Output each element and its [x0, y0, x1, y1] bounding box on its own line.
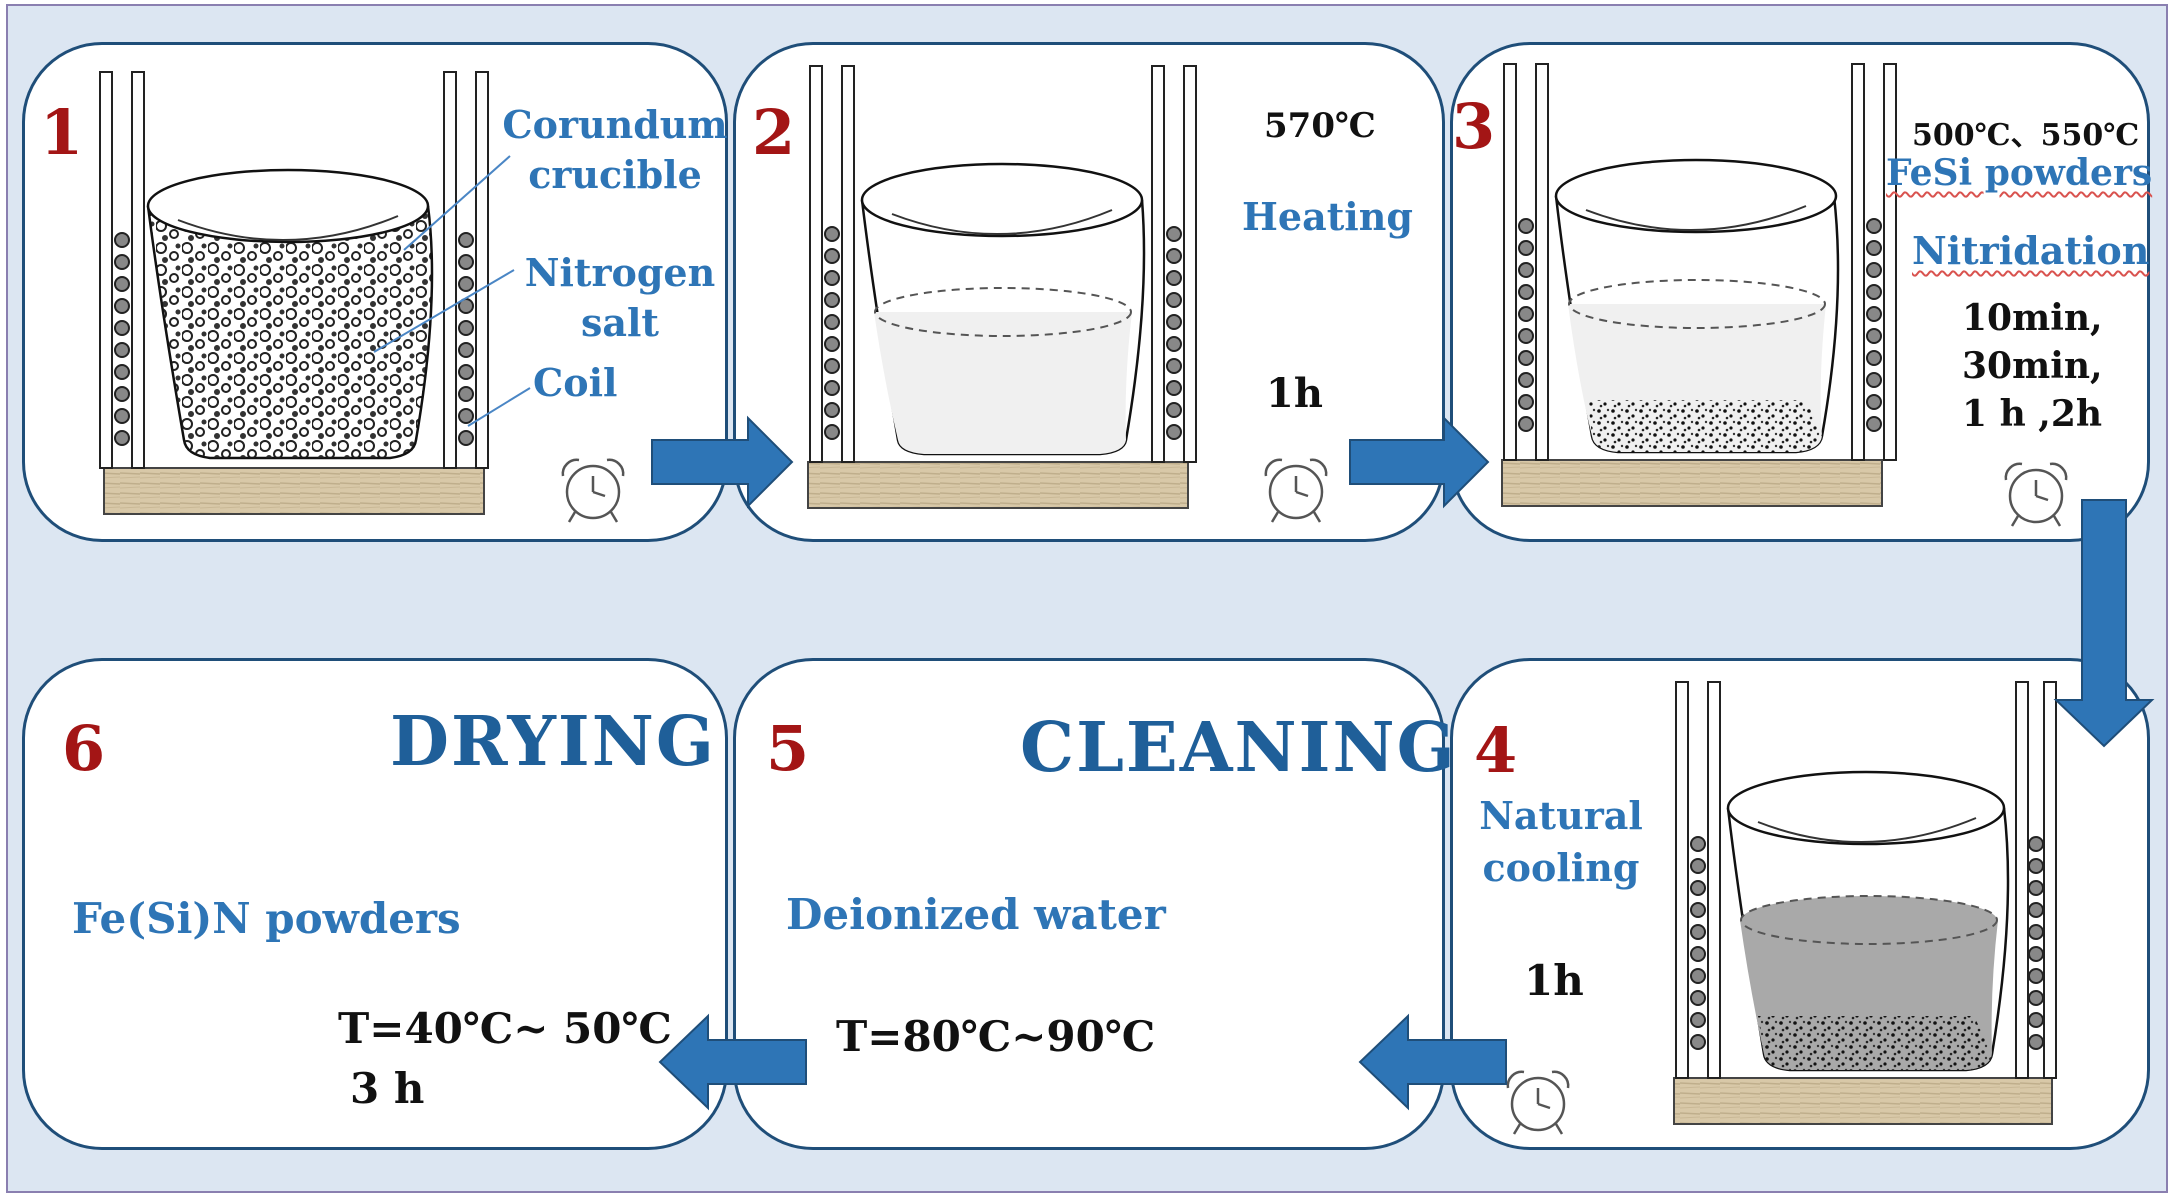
step-number-1: 1 [40, 96, 84, 169]
furnace-base [807, 461, 1189, 509]
furnace-1 [99, 71, 531, 515]
step-number-3: 3 [1452, 90, 1496, 163]
step-title: DRYING [390, 702, 716, 782]
alarm-clock-icon [2004, 462, 2068, 527]
temperature-label: 570℃ [1264, 106, 1376, 146]
process-label: Nitridation [1912, 228, 2150, 273]
material-label: FeSi powders [1886, 152, 2153, 194]
heating-coil [1518, 218, 1882, 432]
flow-arrow-icon [1349, 415, 1490, 509]
furnace-base [1673, 1077, 2053, 1125]
heating-coil [824, 226, 1182, 440]
time-label: 3 h [350, 1064, 425, 1113]
furnace-base [103, 467, 485, 515]
time-label: 1h [1524, 956, 1584, 1005]
medium-label: Deionized water [786, 890, 1166, 939]
furnace-3 [1501, 63, 1897, 507]
flow-arrow-icon [1358, 1013, 1507, 1111]
flow-arrow-icon [651, 415, 794, 509]
condition-label: T=80℃~90℃ [836, 1012, 1156, 1061]
step-number-2: 2 [752, 96, 796, 169]
step-number-5: 5 [766, 712, 810, 785]
crucible-label: Corundum crucible [502, 102, 728, 197]
coil-label: Coil [533, 360, 618, 405]
heating-coil [114, 232, 474, 446]
time-label: 10min, 30min, 1 h ,2h [1962, 297, 2103, 435]
heating-coil [1690, 836, 2044, 1050]
step-number-6: 6 [62, 712, 106, 785]
panel-5 [733, 658, 1445, 1150]
flow-arrow-icon [2053, 499, 2155, 748]
nitrogen-salt-label: Nitrogen salt [524, 250, 716, 345]
product-label: Fe(Si)N powders [72, 894, 461, 943]
time-label: 1h [1266, 370, 1323, 417]
alarm-clock-icon [561, 458, 625, 523]
furnace-2 [807, 65, 1197, 509]
alarm-clock-icon [1506, 1070, 1570, 1135]
furnace-4 [1673, 681, 2057, 1125]
process-label: Natural cooling [1479, 793, 1643, 890]
temperature-label: 500℃、550℃ [1912, 118, 2140, 153]
flow-arrow-icon [658, 1013, 807, 1111]
condition-label: T=40℃~ 50℃ [338, 1004, 672, 1053]
step-title: CLEANING [1020, 708, 1457, 788]
furnace-base [1501, 459, 1883, 507]
alarm-clock-icon [1264, 458, 1328, 523]
step-number-4: 4 [1474, 714, 1518, 787]
process-label: Heating [1242, 194, 1413, 239]
panel-6 [22, 658, 728, 1150]
